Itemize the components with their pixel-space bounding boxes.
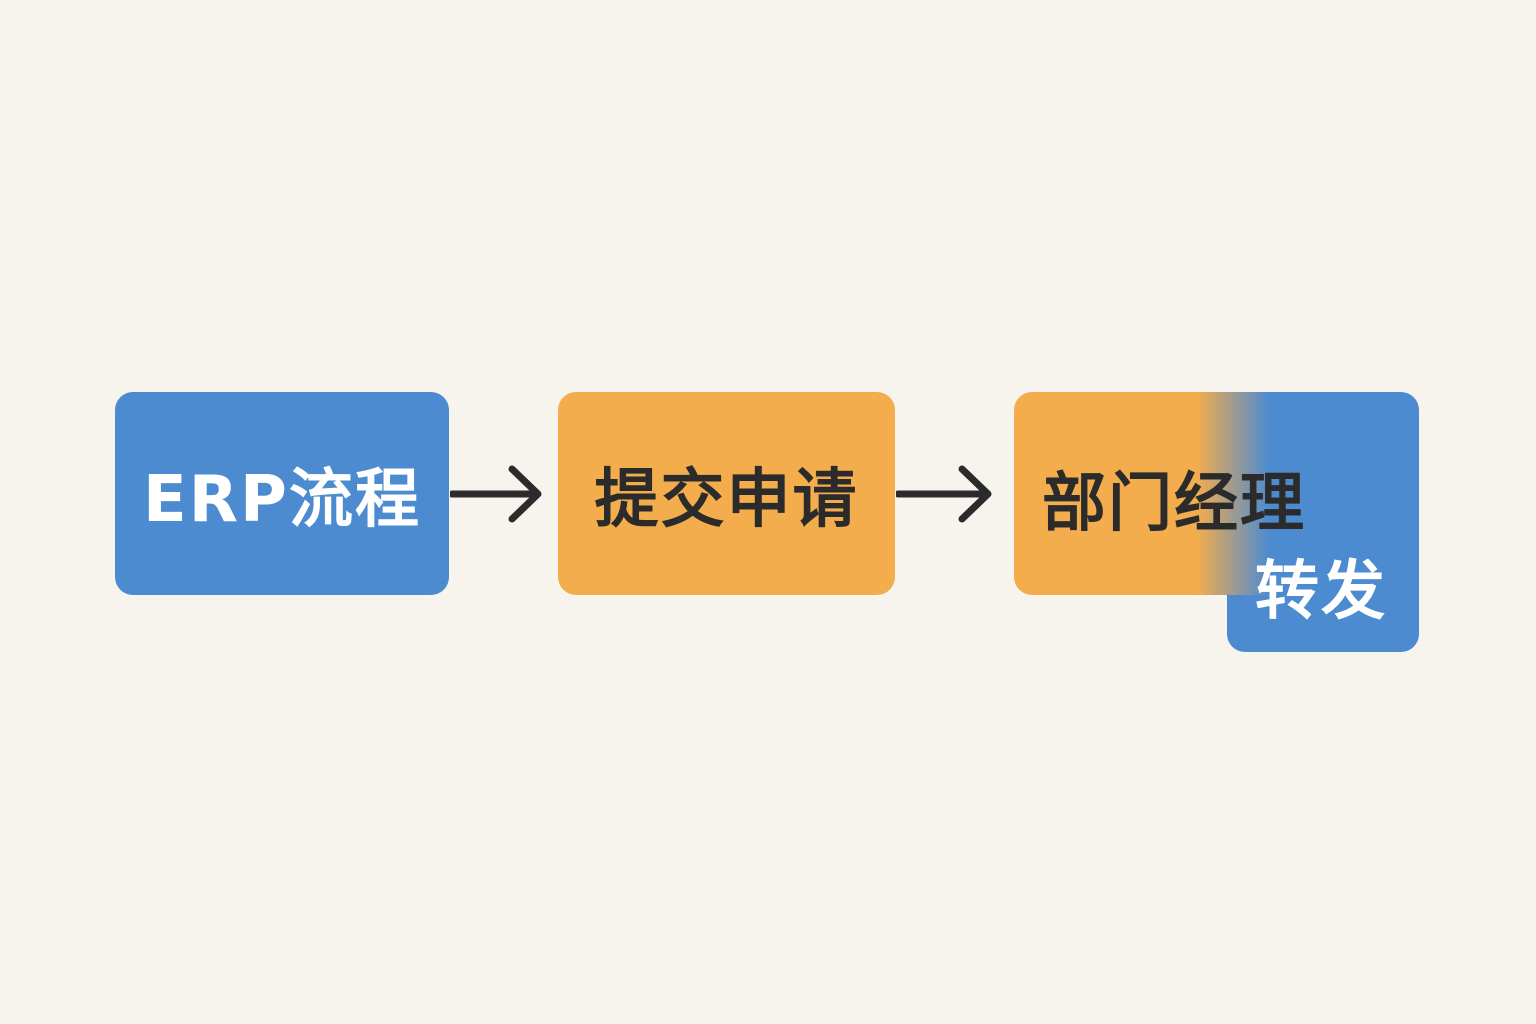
node-label: ERP流程	[143, 462, 421, 537]
node-erp-process: ERP流程	[115, 392, 449, 595]
node-submit-application: 提交申请	[558, 392, 895, 595]
arrow-icon	[896, 465, 992, 523]
node-label: 提交申请	[594, 462, 859, 537]
node-sublabel: 转发	[1255, 555, 1387, 629]
arrow-icon	[450, 465, 542, 523]
node-department-manager: 部门经理	[1014, 392, 1419, 595]
node-label: 部门经理	[1042, 467, 1306, 541]
